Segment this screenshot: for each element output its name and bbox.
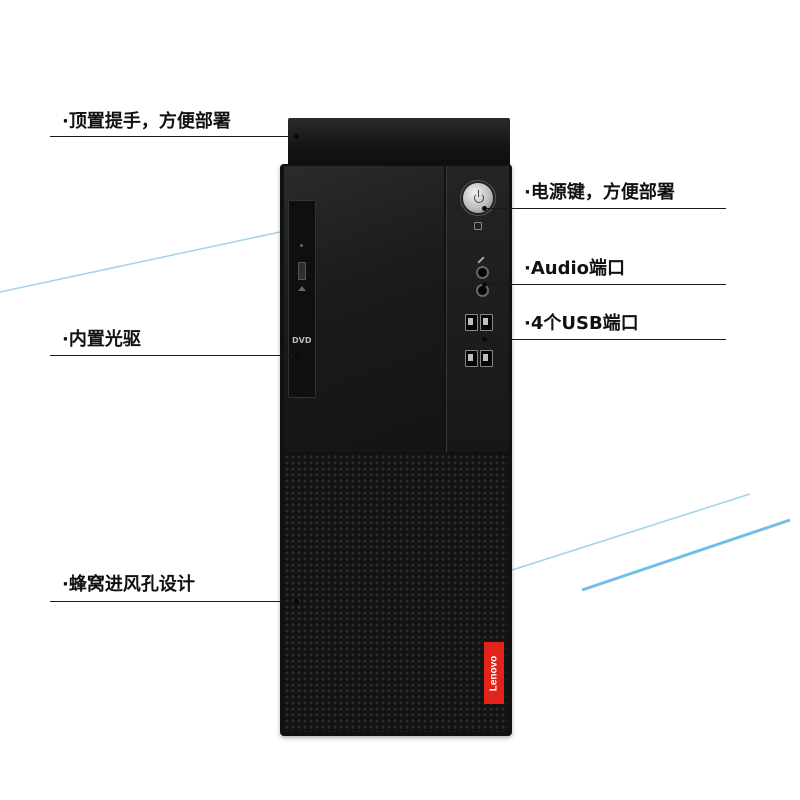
deco-line-right-thin	[511, 493, 751, 571]
eject-icon	[298, 286, 306, 291]
leader-line-power-button	[484, 208, 726, 209]
usb-port-3[interactable]	[465, 350, 478, 367]
deco-line-right-thick	[581, 518, 791, 592]
callout-honeycomb-vent: ·蜂窝进风孔设计	[62, 574, 195, 595]
deco-line-left	[0, 231, 281, 293]
pin-audio-port	[482, 282, 487, 287]
callout-usb-ports: ·4个USB端口	[524, 313, 639, 334]
hdd-led-icon	[474, 222, 482, 230]
callout-optical-drive: ·内置光驱	[62, 329, 141, 350]
optical-drive-bay	[288, 200, 316, 398]
pin-usb-ports	[482, 337, 487, 342]
io-panel	[446, 166, 509, 452]
pin-top-handle	[294, 134, 299, 139]
pin-power-button	[482, 206, 487, 211]
callout-audio-port: ·Audio端口	[524, 258, 626, 279]
optical-drive-led	[300, 244, 303, 247]
callout-top-handle: ·顶置提手，方便部署	[62, 111, 231, 132]
usb-port-2[interactable]	[480, 314, 493, 331]
leader-line-audio-port	[484, 284, 726, 285]
leader-line-usb-ports	[484, 339, 726, 340]
usb-port-1[interactable]	[465, 314, 478, 331]
optical-drive-eject-button[interactable]	[298, 262, 306, 280]
dvd-logo: DVD	[292, 336, 312, 345]
lenovo-logo: Lenovo	[484, 642, 504, 704]
top-handle	[288, 118, 510, 168]
usb-port-4[interactable]	[480, 350, 493, 367]
pin-honeycomb-vent	[294, 599, 299, 604]
leader-line-top-handle	[50, 136, 298, 137]
leader-line-honeycomb-vent	[50, 601, 298, 602]
pin-optical-drive	[294, 353, 299, 358]
leader-line-optical-drive	[50, 355, 298, 356]
lenovo-logo-text: Lenovo	[488, 655, 500, 691]
audio-jack-headphone[interactable]	[476, 266, 489, 279]
callout-power-button: ·电源键，方便部署	[524, 182, 675, 203]
honeycomb-vent	[284, 454, 508, 732]
